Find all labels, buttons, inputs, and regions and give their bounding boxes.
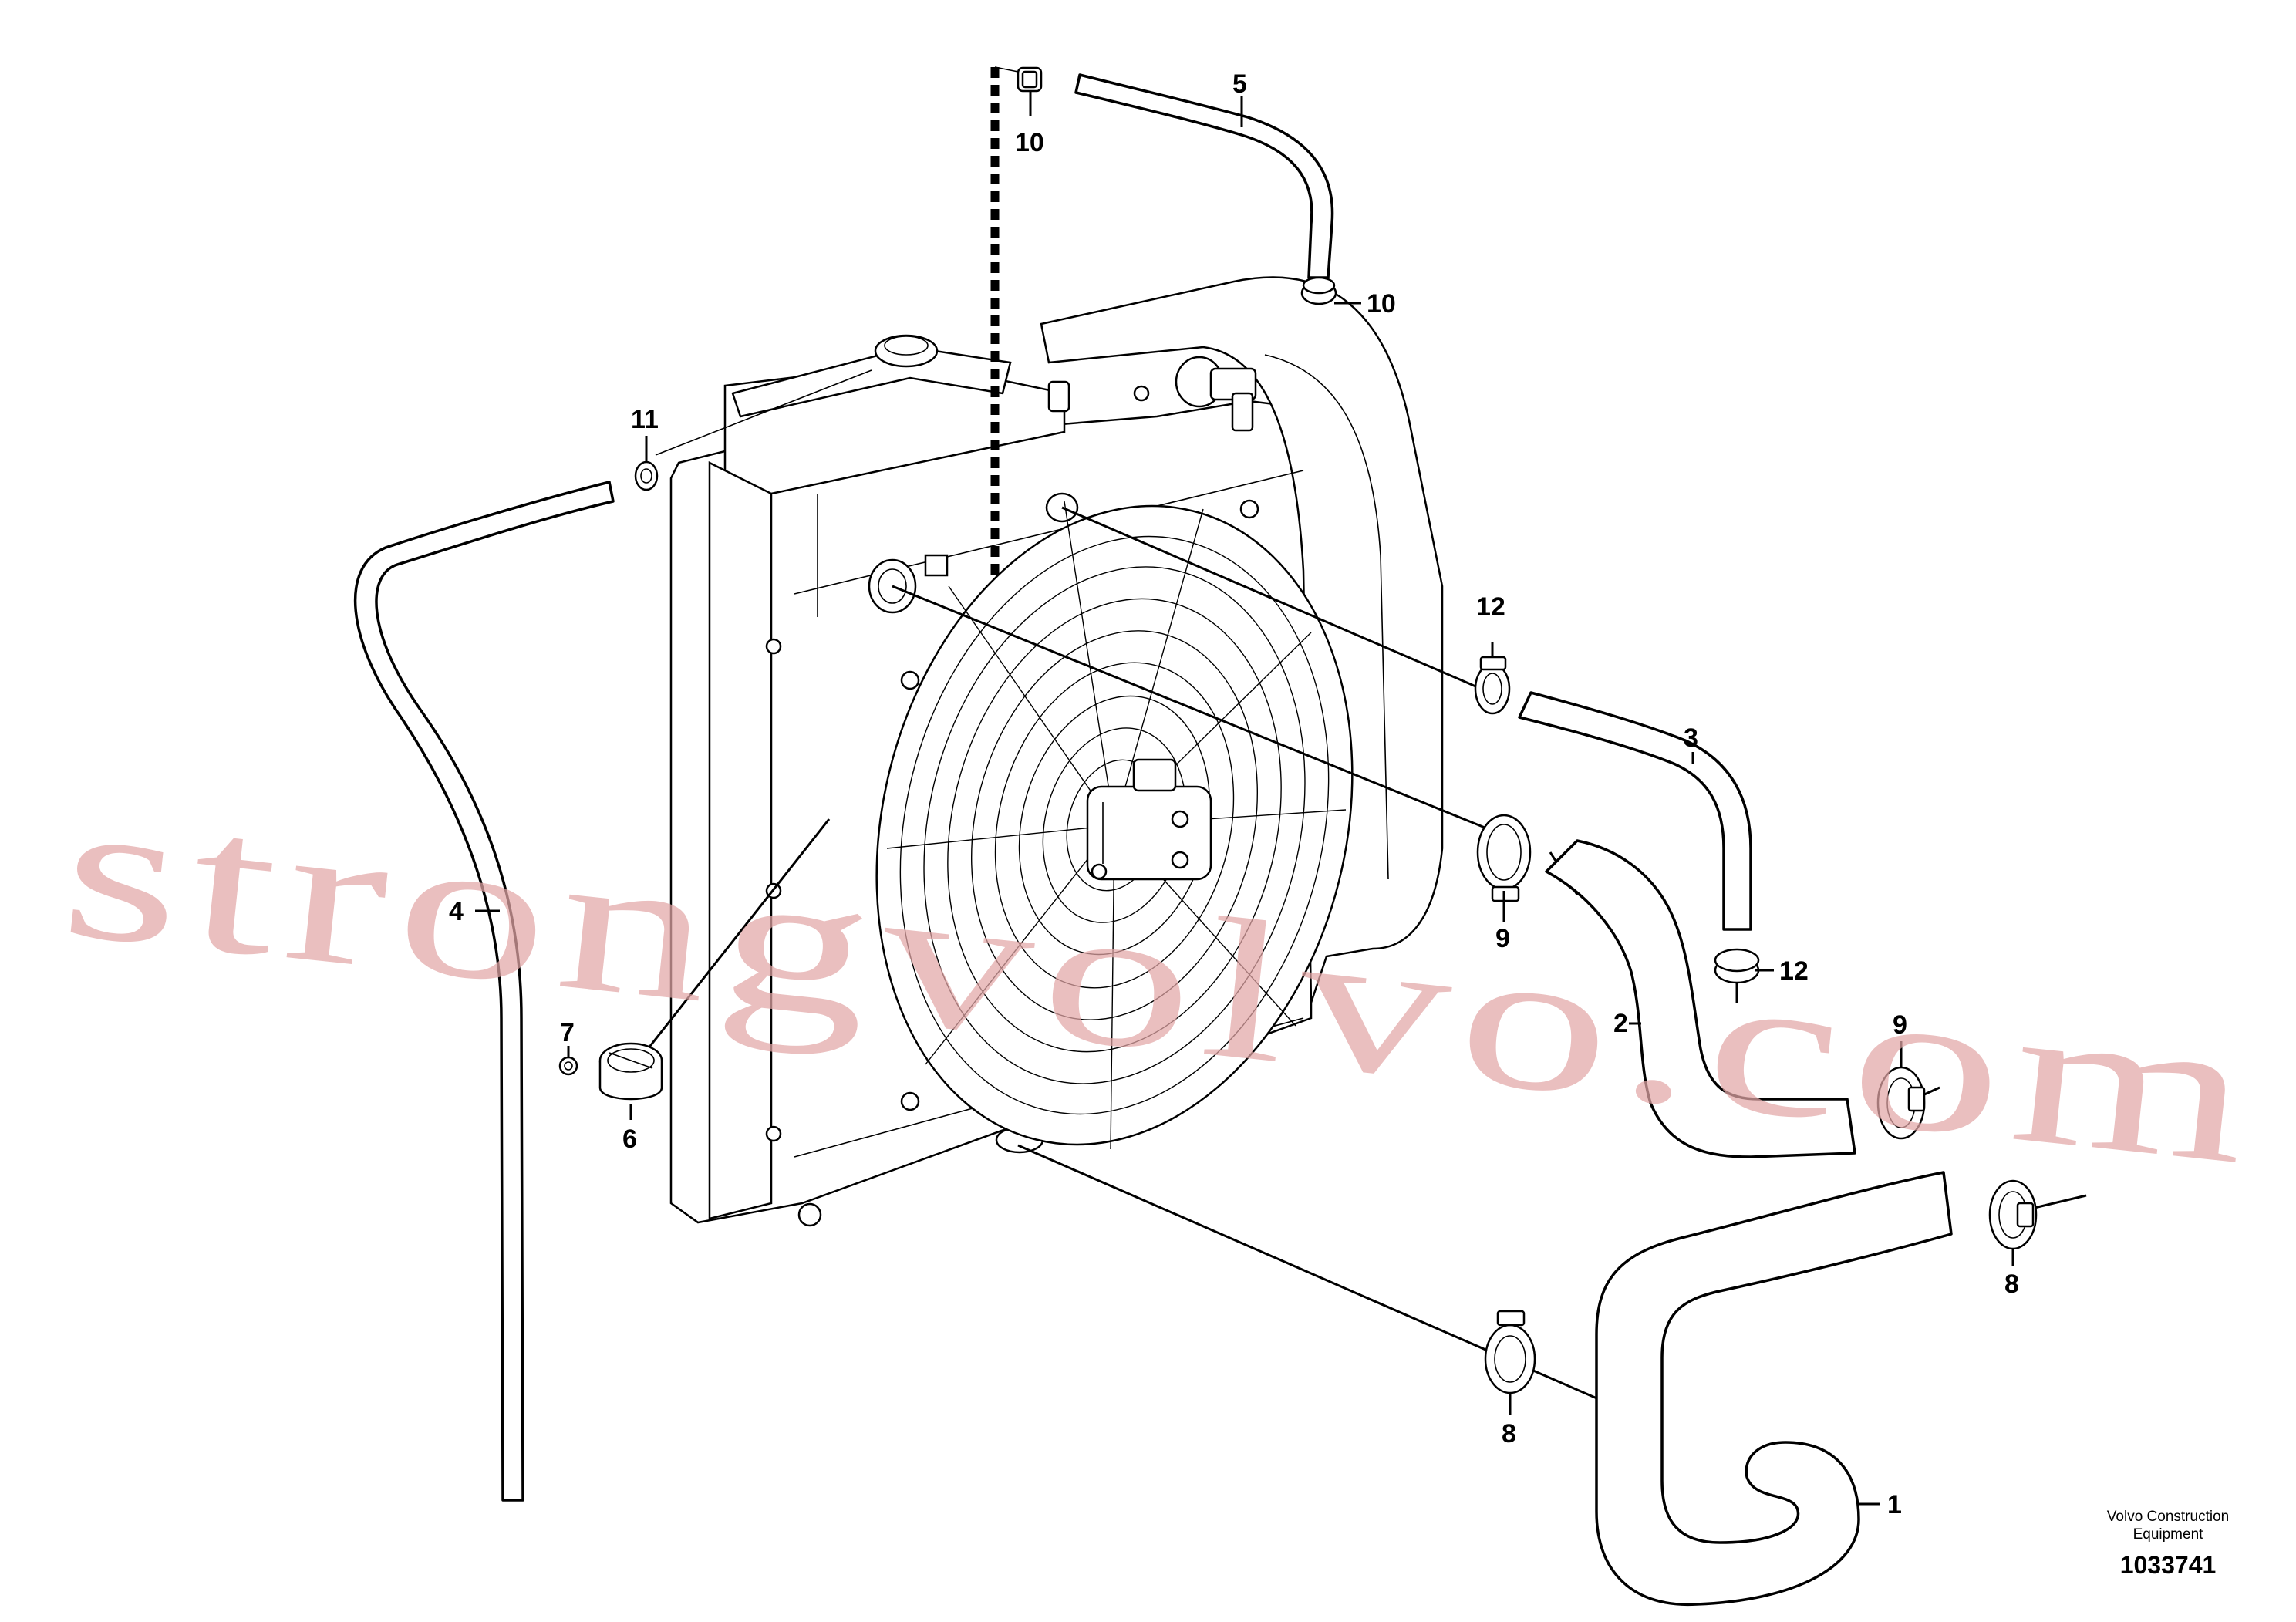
clip-7 — [558, 1056, 578, 1076]
clip-11 — [634, 460, 659, 491]
clamp-9-centre — [1476, 814, 1532, 902]
fan-motor — [1086, 758, 1212, 881]
hose-3 — [1518, 691, 1752, 931]
clamps — [558, 66, 2038, 1394]
callout-10-lower: 10 — [1367, 289, 1396, 319]
clamp-12-upper — [1474, 656, 1511, 715]
hose-4 — [354, 481, 615, 1502]
callout-1: 1 — [1887, 1490, 1902, 1519]
clip-10-lower — [1300, 276, 1337, 305]
clamp-12-lower — [1714, 948, 1760, 984]
clip-10-upper — [1017, 66, 1043, 93]
callout-labels: 1 2 3 4 5 6 7 8 8 9 9 10 10 11 12 12 — [449, 69, 2019, 1519]
callout-7: 7 — [560, 1018, 575, 1047]
clamp-8-bottom — [1484, 1310, 1536, 1394]
pipe-coupling — [1175, 356, 1257, 432]
callout-12-lower: 12 — [1779, 956, 1809, 986]
clamp-9-right — [1876, 1066, 1926, 1140]
callout-12-upper: 12 — [1476, 592, 1505, 622]
hose-1 — [1595, 1171, 1953, 1607]
title-block: Volvo Construction Equipment 1033741 — [2107, 1509, 2229, 1579]
callout-2: 2 — [1613, 1009, 1628, 1038]
callout-8-bottom: 8 — [1502, 1419, 1516, 1448]
clamp-8-right — [1988, 1179, 2038, 1250]
side-tank — [708, 460, 773, 1220]
callout-8-right: 8 — [2004, 1270, 2019, 1299]
company-name-line1: Volvo Construction — [2107, 1509, 2229, 1525]
callout-11: 11 — [631, 405, 659, 434]
callout-leaders — [475, 91, 2014, 1506]
callout-10-upper: 10 — [1015, 128, 1044, 157]
callout-6: 6 — [622, 1125, 637, 1154]
callout-3: 3 — [1684, 723, 1698, 753]
radiator-cap — [874, 334, 939, 368]
callout-9-centre: 9 — [1495, 924, 1510, 953]
hose-5 — [1074, 73, 1334, 279]
callout-4: 4 — [449, 897, 464, 926]
hose-2 — [1545, 839, 1856, 1158]
drawing-number: 1033741 — [2120, 1551, 2217, 1579]
callout-9-right: 9 — [1893, 1010, 1907, 1040]
company-name-line2: Equipment — [2133, 1526, 2204, 1543]
callout-5: 5 — [1232, 69, 1247, 99]
cap-6 — [598, 1042, 663, 1101]
